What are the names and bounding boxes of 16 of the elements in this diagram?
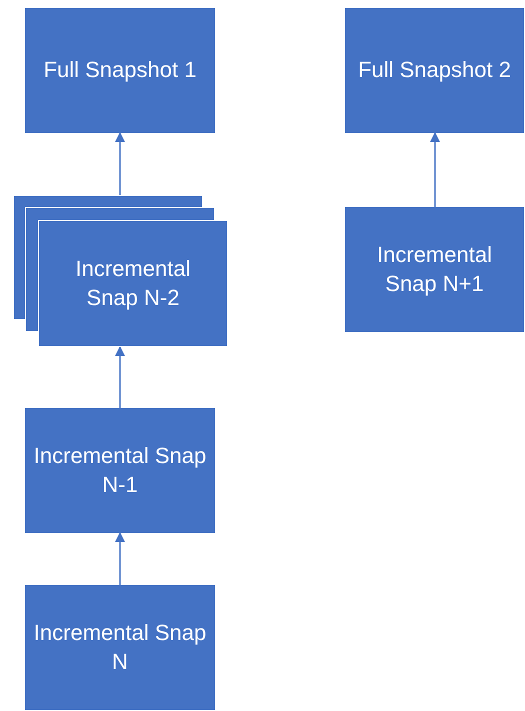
process-box — [345, 207, 524, 332]
box-label: Incremental Snap N — [33, 618, 207, 676]
process-box — [345, 8, 524, 133]
box-label: Incremental Snap N+1 — [376, 240, 493, 298]
process-box — [25, 8, 215, 133]
arrow — [115, 346, 125, 408]
arrow — [115, 132, 125, 195]
box-label: Full Snapshot 1 — [44, 56, 196, 84]
box-label: Incremental Snap N-2 — [74, 254, 192, 312]
box-label: Incremental Snap N-1 — [33, 442, 207, 498]
arrow — [115, 532, 125, 585]
process-box — [25, 408, 215, 533]
stacked-box — [13, 195, 228, 347]
box-label: Full Snapshot 2 — [358, 56, 511, 84]
process-box — [25, 585, 215, 710]
arrow — [430, 132, 440, 207]
